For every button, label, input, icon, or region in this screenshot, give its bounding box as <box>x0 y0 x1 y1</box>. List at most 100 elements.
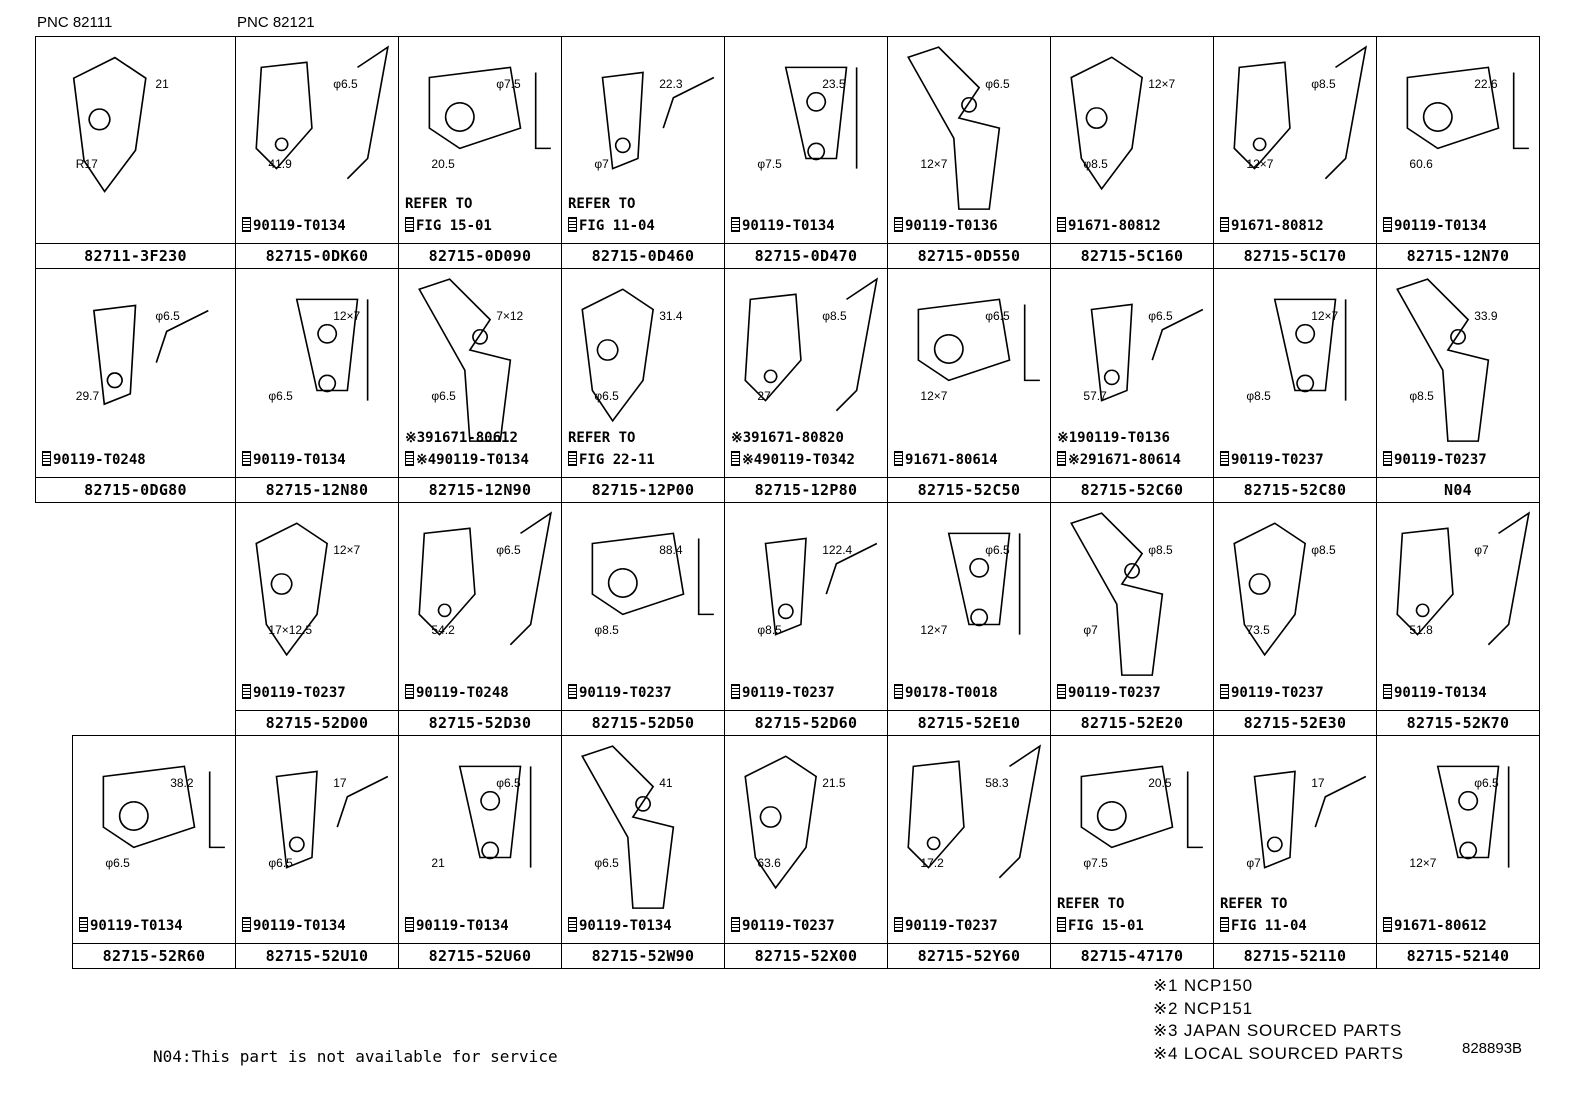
part-number[interactable]: 82715-52110 <box>1243 947 1347 965</box>
dimension-label: 12×7 <box>333 543 361 557</box>
fastener-callout: 90119-T0248 <box>36 430 235 474</box>
part-number[interactable]: 82715-52D00 <box>265 714 369 732</box>
bolt-icon <box>731 684 740 699</box>
fastener-part-number: 90119-T0237 <box>1068 685 1161 701</box>
fastener-line-2: ※490119-T0134 <box>405 451 529 468</box>
dimension-label: 27 <box>757 389 771 403</box>
part-number[interactable]: 82715-12P00 <box>591 481 695 499</box>
fastener-callout: 90119-T0248 <box>399 663 561 707</box>
fastener-line-2: 90119-T0248 <box>405 684 509 701</box>
part-illustration <box>236 37 398 244</box>
dimension-label: φ8.5 <box>1148 543 1173 557</box>
fastener-callout: 90119-T0237 <box>725 663 887 707</box>
dimension-label: φ6.5 <box>985 309 1010 323</box>
part-number[interactable]: 82715-12N80 <box>265 481 369 499</box>
bolt-icon <box>242 917 251 932</box>
dimension-label: φ6.5 <box>496 776 521 790</box>
fastener-callout: 90119-T0237 <box>1214 430 1376 474</box>
bolt-icon <box>242 684 251 699</box>
fastener-part-number: 90119-T0237 <box>253 685 346 701</box>
part-illustration <box>725 37 887 244</box>
note-3: ※3 JAPAN SOURCED PARTS <box>1153 1021 1403 1040</box>
pnc-82121-label: PNC 82121 <box>237 14 315 31</box>
part-number[interactable]: 82715-52W90 <box>591 947 695 965</box>
part-number[interactable]: 82715-12N90 <box>428 481 532 499</box>
bolt-icon <box>1220 451 1229 466</box>
dimension-label: φ8.5 <box>1311 77 1336 91</box>
part-illustration <box>888 503 1050 711</box>
dimension-label: φ7.5 <box>496 77 521 91</box>
dimension-label: 12×7 <box>333 309 361 323</box>
part-number[interactable]: 82715-0D470 <box>754 247 858 265</box>
dimension-label: φ8.5 <box>1246 389 1271 403</box>
fastener-part-number: 90119-T0248 <box>416 685 509 701</box>
fastener-callout: 90119-T0134 <box>725 196 887 240</box>
bolt-icon <box>1383 917 1392 932</box>
part-number[interactable]: 82715-0D550 <box>917 247 1021 265</box>
part-number[interactable]: 82715-52C50 <box>917 481 1021 499</box>
dimension-label: 122.4 <box>822 543 853 557</box>
part-number[interactable]: N04 <box>1444 481 1472 499</box>
bolt-icon <box>405 217 414 232</box>
part-number[interactable]: 82715-52X00 <box>754 947 858 965</box>
part-number[interactable]: 82715-52C60 <box>1080 481 1184 499</box>
part-number[interactable]: 82715-52U60 <box>428 947 532 965</box>
part-number[interactable]: 82715-52D50 <box>591 714 695 732</box>
part-number[interactable]: 82715-12N70 <box>1406 247 1510 265</box>
part-illustration <box>725 736 887 944</box>
part-number[interactable]: 82715-52Y60 <box>917 947 1021 965</box>
part-illustration <box>562 269 724 478</box>
part-number[interactable]: 82715-52E30 <box>1243 714 1347 732</box>
bolt-icon <box>405 684 414 699</box>
part-number[interactable]: 82715-52K70 <box>1406 714 1510 732</box>
part-number[interactable]: 82715-0DG80 <box>84 481 187 499</box>
dimension-label: 54.2 <box>431 623 455 637</box>
part-number[interactable]: 82715-52D30 <box>428 714 532 732</box>
fastener-part-number: 90119-T0237 <box>1231 685 1324 701</box>
part-number[interactable]: 82715-52U10 <box>265 947 369 965</box>
part-illustration <box>1214 736 1376 944</box>
part-number[interactable]: 82715-5C170 <box>1243 247 1347 265</box>
fastener-callout: 90119-T0134 <box>236 896 398 940</box>
part-number[interactable]: 82715-47170 <box>1080 947 1184 965</box>
part-illustration <box>36 269 235 478</box>
part-number[interactable]: 82715-0DK60 <box>265 247 369 265</box>
part-number[interactable]: 82715-52R60 <box>102 947 206 965</box>
dimension-label: 12×7 <box>920 389 948 403</box>
fastener-callout: 90119-T0237 <box>1051 663 1213 707</box>
dimension-label: 41 <box>659 776 673 790</box>
part-number[interactable]: 82715-0D090 <box>428 247 532 265</box>
part-number[interactable]: 82715-52E20 <box>1080 714 1184 732</box>
part-number[interactable]: 82715-52140 <box>1406 947 1510 965</box>
bolt-icon <box>1057 451 1066 466</box>
bracket-drawing <box>255 522 328 657</box>
bracket-drawing <box>1070 512 1164 676</box>
part-illustration <box>1051 503 1213 711</box>
fastener-part-number: 90119-T0134 <box>416 918 509 934</box>
fastener-line-2: FIG 15-01 <box>1057 917 1144 934</box>
part-number[interactable]: 82715-12P80 <box>754 481 858 499</box>
part-number[interactable]: 82711-3F230 <box>84 247 187 265</box>
bracket-drawing <box>1406 66 1529 150</box>
part-number[interactable]: 82715-5C160 <box>1080 247 1184 265</box>
dimension-label: φ6.5 <box>155 309 180 323</box>
dimension-label: φ6.5 <box>268 389 293 403</box>
part-number[interactable]: 82715-0D460 <box>591 247 695 265</box>
fastener-line-2: 90119-T0237 <box>1220 451 1324 468</box>
part-number[interactable]: 82715-52C80 <box>1243 481 1347 499</box>
fastener-part-number: 90119-T0136 <box>905 218 998 234</box>
dimension-label: 63.6 <box>757 856 781 870</box>
fastener-line-2: 90178-T0018 <box>894 684 998 701</box>
part-illustration <box>1377 269 1539 478</box>
dimension-label: 60.6 <box>1409 157 1433 171</box>
fastener-part-number: FIG 15-01 <box>416 218 492 234</box>
fastener-line-2: 90119-T0237 <box>731 684 835 701</box>
part-number[interactable]: 82715-52E10 <box>917 714 1021 732</box>
part-illustration <box>888 269 1050 478</box>
part-number[interactable]: 82715-52D60 <box>754 714 858 732</box>
bracket-drawing <box>92 304 209 406</box>
